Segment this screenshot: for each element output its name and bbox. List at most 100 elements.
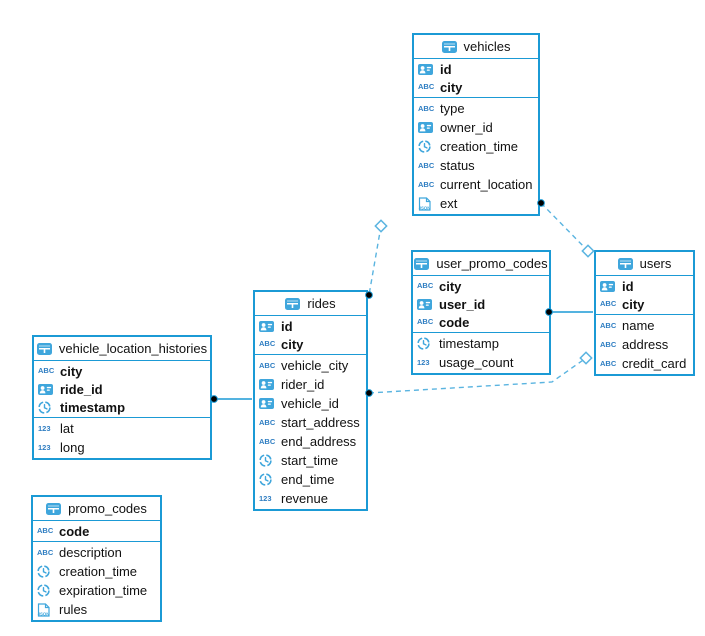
id-badge-icon: [259, 398, 276, 409]
column-name: creation_time: [59, 564, 138, 579]
string-abc-icon: ABC: [600, 320, 617, 330]
relationship-user_promo_codes-users[interactable]: [545, 308, 593, 316]
table-title: vehicles: [463, 39, 511, 54]
column-name: start_time: [281, 453, 339, 468]
relationship-vehicle_location_histories-rides[interactable]: [210, 395, 252, 403]
string-abc-icon: ABC: [600, 299, 617, 309]
column-start_address[interactable]: ABC start_address: [255, 413, 366, 432]
table-icon: [441, 40, 459, 53]
column-name: id: [622, 278, 634, 294]
table-header-users[interactable]: users: [596, 252, 693, 276]
column-name: vehicle_city: [281, 358, 349, 373]
string-abc-icon: ABC: [38, 366, 55, 376]
pk-column-id[interactable]: id: [596, 277, 693, 295]
id-badge-icon: [418, 122, 435, 133]
column-name: expiration_time: [59, 583, 148, 598]
column-vehicle_id[interactable]: vehicle_id: [255, 394, 366, 413]
column-name: lat: [60, 421, 74, 436]
relationship-vehicles-users[interactable]: [537, 199, 595, 258]
pk-column-id[interactable]: id: [255, 317, 366, 335]
svg-text:JSON: JSON: [38, 611, 50, 616]
column-name: description: [59, 545, 122, 560]
pk-column-ride_id[interactable]: ride_id: [34, 380, 210, 398]
column-timestamp[interactable]: timestamp: [413, 334, 549, 353]
column-name: current_location: [440, 177, 533, 192]
column-name: rules: [59, 602, 88, 617]
string-abc-icon: ABC: [418, 179, 435, 189]
pk-column-user_id[interactable]: user_id: [413, 295, 549, 313]
number-123-icon: 123: [417, 357, 430, 367]
pk-diamond-marker-end: [581, 244, 595, 258]
column-name: ext: [440, 196, 458, 211]
column-name: address: [622, 337, 669, 352]
table-header-rides[interactable]: rides: [255, 292, 366, 316]
relationship-vehicles-rides[interactable]: [365, 219, 388, 299]
column-creation_time[interactable]: creation_time: [33, 562, 160, 581]
column-name: code: [439, 314, 470, 330]
pk-column-city[interactable]: ABC city: [34, 362, 210, 380]
column-name: user_id: [439, 296, 486, 312]
column-name: creation_time: [440, 139, 519, 154]
column-end_time[interactable]: end_time: [255, 470, 366, 489]
column-owner_id[interactable]: owner_id: [414, 118, 538, 137]
column-name: name: [622, 318, 655, 333]
id-badge-icon: [259, 379, 276, 390]
column-current_location[interactable]: ABC current_location: [414, 175, 538, 194]
string-abc-icon: ABC: [259, 339, 276, 349]
pk-column-timestamp[interactable]: timestamp: [34, 398, 210, 416]
table-header-promo_codes[interactable]: promo_codes: [33, 497, 160, 521]
string-abc-icon: ABC: [417, 317, 434, 327]
clock-icon: [259, 454, 276, 467]
pk-column-id[interactable]: id: [414, 60, 538, 78]
id-badge-icon: [417, 298, 434, 310]
table-icon: [46, 502, 63, 515]
table-icon: [617, 257, 635, 270]
table-header-vehicle_location_histories[interactable]: vehicle_location_histories: [34, 337, 210, 361]
table-header-user_promo_codes[interactable]: user_promo_codes: [413, 252, 549, 276]
column-creation_time[interactable]: creation_time: [414, 137, 538, 156]
pk-column-code[interactable]: ABC code: [413, 313, 549, 331]
string-abc-icon: ABC: [600, 339, 617, 349]
column-rider_id[interactable]: rider_id: [255, 375, 366, 394]
string-abc-icon: ABC: [259, 417, 276, 427]
column-start_time[interactable]: start_time: [255, 451, 366, 470]
column-name: start_address: [281, 415, 360, 430]
column-name: end_time: [281, 472, 335, 487]
table-icon: [414, 257, 431, 270]
string-abc-icon: ABC: [600, 358, 617, 368]
column-expiration_time[interactable]: expiration_time: [33, 581, 160, 600]
table-header-vehicles[interactable]: vehicles: [414, 35, 538, 59]
column-name[interactable]: ABC name: [596, 316, 693, 335]
column-rules[interactable]: JSON rules: [33, 600, 160, 619]
column-address[interactable]: ABC address: [596, 335, 693, 354]
column-name: city: [60, 363, 83, 379]
